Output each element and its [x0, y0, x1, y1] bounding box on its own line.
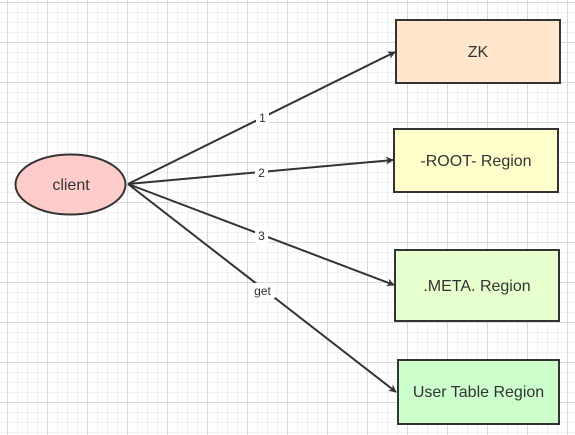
- edge-label-3-text: 3: [258, 229, 265, 243]
- node-root-region[interactable]: -ROOT- Region: [393, 128, 559, 193]
- client-ellipse[interactable]: [14, 153, 127, 216]
- meta-region-box[interactable]: [394, 249, 560, 322]
- zk-label: ZK: [468, 44, 489, 61]
- user-table-region-box[interactable]: [397, 359, 560, 425]
- node-client[interactable]: client: [14, 153, 127, 216]
- edge-label-get-text: get: [254, 284, 271, 298]
- edge-label-1-text: 1: [259, 111, 266, 125]
- zk-box[interactable]: [395, 19, 561, 84]
- node-user-table-region[interactable]: User Table Region: [397, 359, 560, 425]
- root-region-label: -ROOT- Region: [420, 153, 531, 170]
- edge-label-1: 1: [256, 111, 269, 125]
- user-table-region-label: User Table Region: [413, 384, 544, 401]
- edges: [127, 51, 397, 393]
- client-label: client: [52, 177, 90, 194]
- meta-region-label: .META. Region: [423, 278, 530, 295]
- edge-label-3: 3: [255, 229, 268, 243]
- node-zk[interactable]: ZK: [395, 19, 561, 84]
- edge-label-2-text: 2: [258, 166, 265, 180]
- edge-labels: 1 2 3 get: [250, 111, 275, 298]
- edge-label-2: 2: [255, 166, 268, 180]
- root-region-box[interactable]: [393, 128, 559, 193]
- node-meta-region[interactable]: .META. Region: [394, 249, 560, 322]
- edge-label-get: get: [250, 283, 275, 298]
